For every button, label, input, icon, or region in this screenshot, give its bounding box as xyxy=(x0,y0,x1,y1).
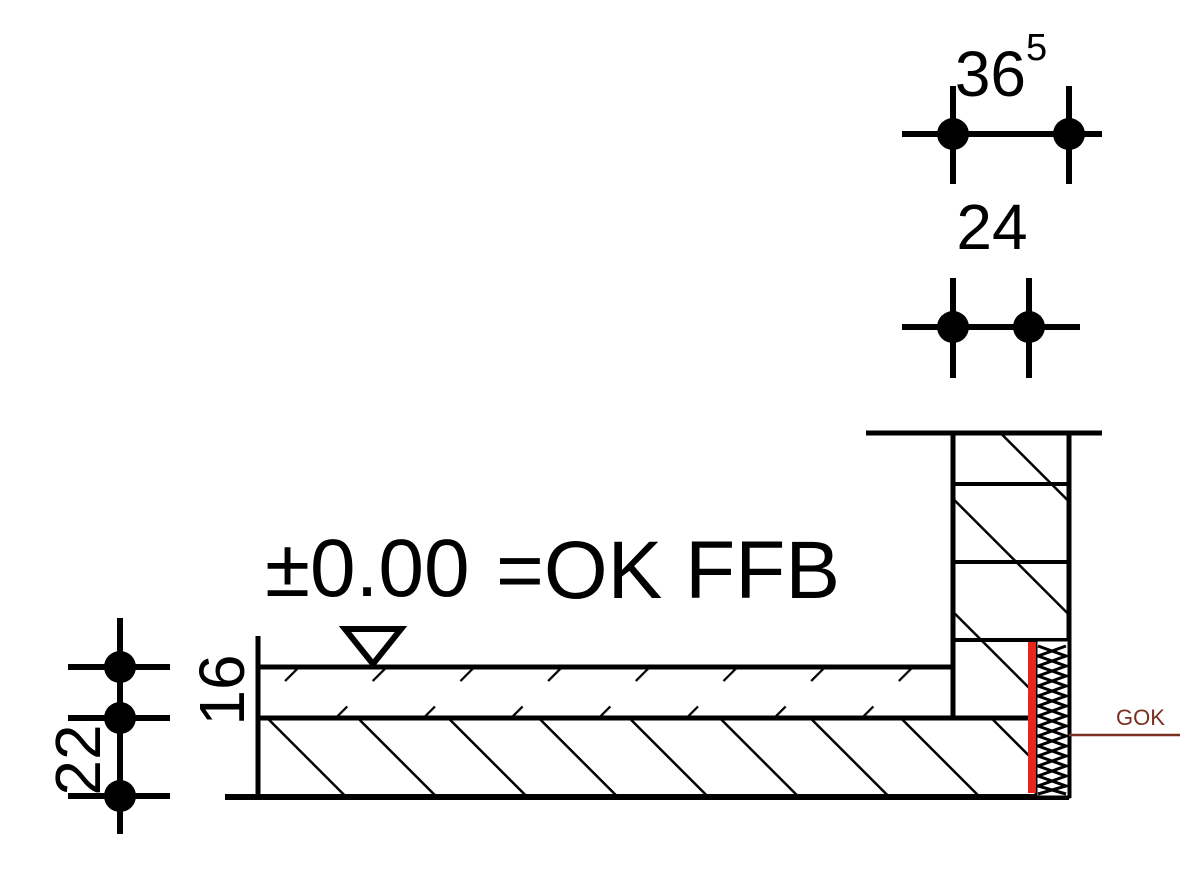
dimension-wall-core: 24 xyxy=(902,191,1080,378)
level-value: ±0.00 xyxy=(265,523,470,614)
level-annotation: ±0.00 =OK FFB xyxy=(265,523,840,669)
dimension-slab-value: 22 xyxy=(42,724,114,795)
dimension-vertical-chain: 16 22 xyxy=(42,618,258,834)
perimeter-insulation xyxy=(1033,638,1071,799)
concrete-slab xyxy=(225,636,1069,800)
ground-level-marker: GOK xyxy=(1069,705,1180,737)
svg-text:365: 365 xyxy=(955,27,1047,110)
level-triangle-icon xyxy=(338,626,408,669)
dimension-wall-core-value: 24 xyxy=(956,191,1027,263)
dimension-wall-total-value: 36 xyxy=(955,38,1026,110)
screed-layer xyxy=(258,664,953,718)
ground-level-label: GOK xyxy=(1116,705,1165,730)
level-label: =OK FFB xyxy=(496,525,840,616)
dimension-wall-total: 365 xyxy=(902,27,1102,184)
dimension-wall-total-superscript: 5 xyxy=(1026,27,1047,69)
dimension-screed-value: 16 xyxy=(186,654,258,725)
